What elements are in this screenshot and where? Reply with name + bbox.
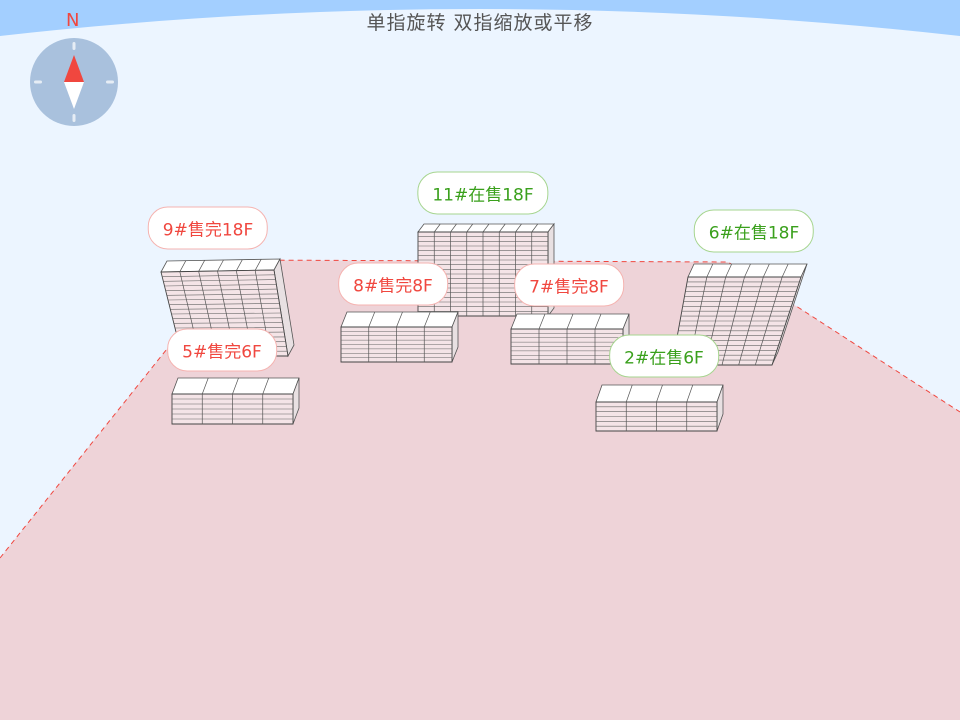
roof-line — [254, 259, 262, 271]
building-label-11[interactable]: 11#在售18F — [417, 171, 549, 215]
site-boundary — [0, 259, 960, 559]
roof-line — [515, 223, 522, 233]
roof-line — [686, 384, 694, 403]
roof-line — [201, 377, 209, 395]
roof-line — [725, 263, 732, 278]
roof-line — [781, 263, 789, 278]
roof-line — [262, 377, 270, 395]
roof-line — [566, 313, 574, 330]
gesture-hint: 单指旋转 双指缩放或平移 — [366, 12, 594, 34]
roof-line — [368, 311, 376, 328]
building-2[interactable] — [595, 384, 724, 432]
roof-line — [763, 263, 770, 278]
roof-line — [625, 384, 633, 403]
building-label-5[interactable]: 5#售完6F — [167, 328, 277, 372]
roof-line — [744, 263, 751, 278]
unit-line — [721, 276, 745, 366]
roof-line — [450, 223, 457, 233]
building-label-9[interactable]: 9#售完18F — [147, 206, 269, 250]
roof-line — [217, 259, 224, 272]
building-5[interactable] — [171, 377, 300, 425]
roof-line — [482, 223, 490, 233]
roof-line — [423, 311, 431, 328]
roof-line — [198, 260, 205, 272]
sky-band — [0, 0, 960, 36]
roof-line — [498, 223, 506, 233]
north-label: N — [66, 10, 80, 31]
building-label-8[interactable]: 8#售完8F — [338, 262, 448, 306]
building-8[interactable] — [340, 311, 459, 363]
building-label-7[interactable]: 7#售完8F — [514, 263, 624, 307]
roof-line — [594, 313, 602, 330]
compass-icon[interactable] — [30, 38, 118, 126]
roof-line — [466, 223, 474, 233]
roof-line — [179, 260, 187, 272]
roof-line — [706, 263, 714, 278]
roof-line — [396, 311, 403, 328]
roof-line — [538, 313, 546, 330]
roof-line — [656, 384, 663, 403]
building-label-2[interactable]: 2#在售6F — [609, 334, 719, 378]
roof-line — [531, 223, 539, 233]
site-ground — [0, 260, 960, 720]
roof-line — [232, 377, 239, 395]
unit-line — [738, 276, 764, 366]
building-label-6[interactable]: 6#在售18F — [693, 209, 815, 253]
roof-line — [433, 223, 441, 233]
unit-line — [754, 276, 783, 366]
roof-line — [236, 259, 243, 271]
